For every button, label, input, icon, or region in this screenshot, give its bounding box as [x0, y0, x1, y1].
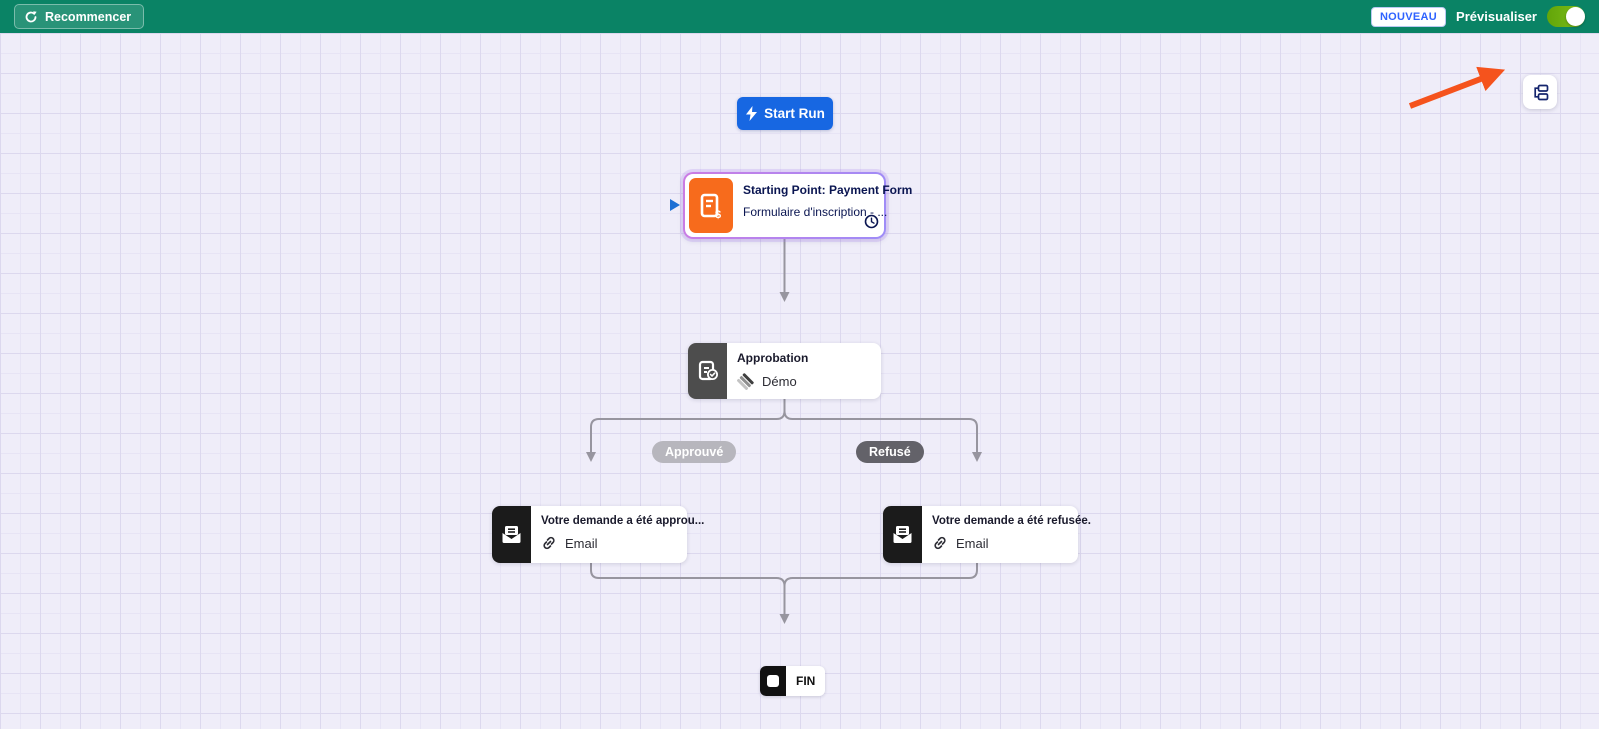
payment-form-icon: $	[689, 178, 733, 233]
flow-view-button[interactable]	[1523, 75, 1557, 109]
refresh-icon	[24, 10, 38, 24]
envelope-icon	[883, 506, 922, 563]
preview-label: Prévisualiser	[1456, 9, 1537, 24]
start-node-title: Starting Point: Payment Form	[743, 183, 913, 197]
approval-node-texts: Approbation Démo	[737, 351, 808, 390]
clock-icon	[864, 214, 879, 234]
svg-text:$: $	[715, 209, 721, 221]
branch-label-rejected: Refusé	[856, 441, 924, 463]
email-approved-texts: Votre demande a été approu... Email	[541, 515, 704, 551]
envelope-icon	[492, 506, 531, 563]
flow-view-icon	[1531, 83, 1550, 102]
active-node-play-marker	[670, 199, 680, 211]
end-node-label: FIN	[786, 666, 826, 696]
approval-node-tag: Démo	[762, 374, 797, 389]
email-approved-title: Votre demande a été approu...	[541, 515, 705, 527]
topbar: Recommencer NOUVEAU Prévisualiser	[0, 0, 1599, 33]
email-approved-tag: Email	[565, 535, 598, 551]
node-email-approved[interactable]: Votre demande a été approu... Email	[492, 506, 704, 563]
topbar-right: NOUVEAU Prévisualiser	[1370, 6, 1585, 27]
layers-stripes-icon	[737, 373, 754, 390]
email-rejected-texts: Votre demande a été refusée. Email	[932, 515, 1091, 551]
node-end[interactable]: FIN	[760, 666, 826, 696]
approval-clipboard-icon	[688, 343, 727, 399]
start-run-button[interactable]: Start Run	[737, 97, 833, 130]
toggle-knob	[1566, 7, 1585, 26]
workflow-canvas[interactable]: Start Run $ Starting Point: Payment Form…	[0, 33, 1599, 729]
restart-button-label: Recommencer	[45, 9, 132, 24]
email-rejected-title: Votre demande a été refusée.	[932, 515, 1091, 527]
restart-button[interactable]: Recommencer	[14, 4, 145, 29]
approval-node-title: Approbation	[737, 351, 809, 365]
stop-icon	[760, 666, 786, 696]
node-approval[interactable]: Approbation Démo	[688, 343, 881, 399]
email-rejected-tag: Email	[956, 535, 989, 551]
lightning-icon	[745, 106, 758, 121]
branch-label-approved: Approuvé	[652, 441, 737, 463]
start-run-label: Start Run	[764, 106, 825, 121]
preview-toggle[interactable]	[1547, 6, 1585, 27]
link-icon	[932, 535, 948, 551]
new-badge: NOUVEAU	[1370, 6, 1447, 27]
link-icon	[541, 535, 557, 551]
start-node-subtitle: Formulaire d'inscription - ...	[743, 205, 888, 219]
start-node-texts: Starting Point: Payment Form Formulaire …	[743, 183, 912, 219]
node-email-rejected[interactable]: Votre demande a été refusée. Email	[883, 506, 1091, 563]
node-starting-point[interactable]: $ Starting Point: Payment Form Formulair…	[683, 172, 912, 239]
